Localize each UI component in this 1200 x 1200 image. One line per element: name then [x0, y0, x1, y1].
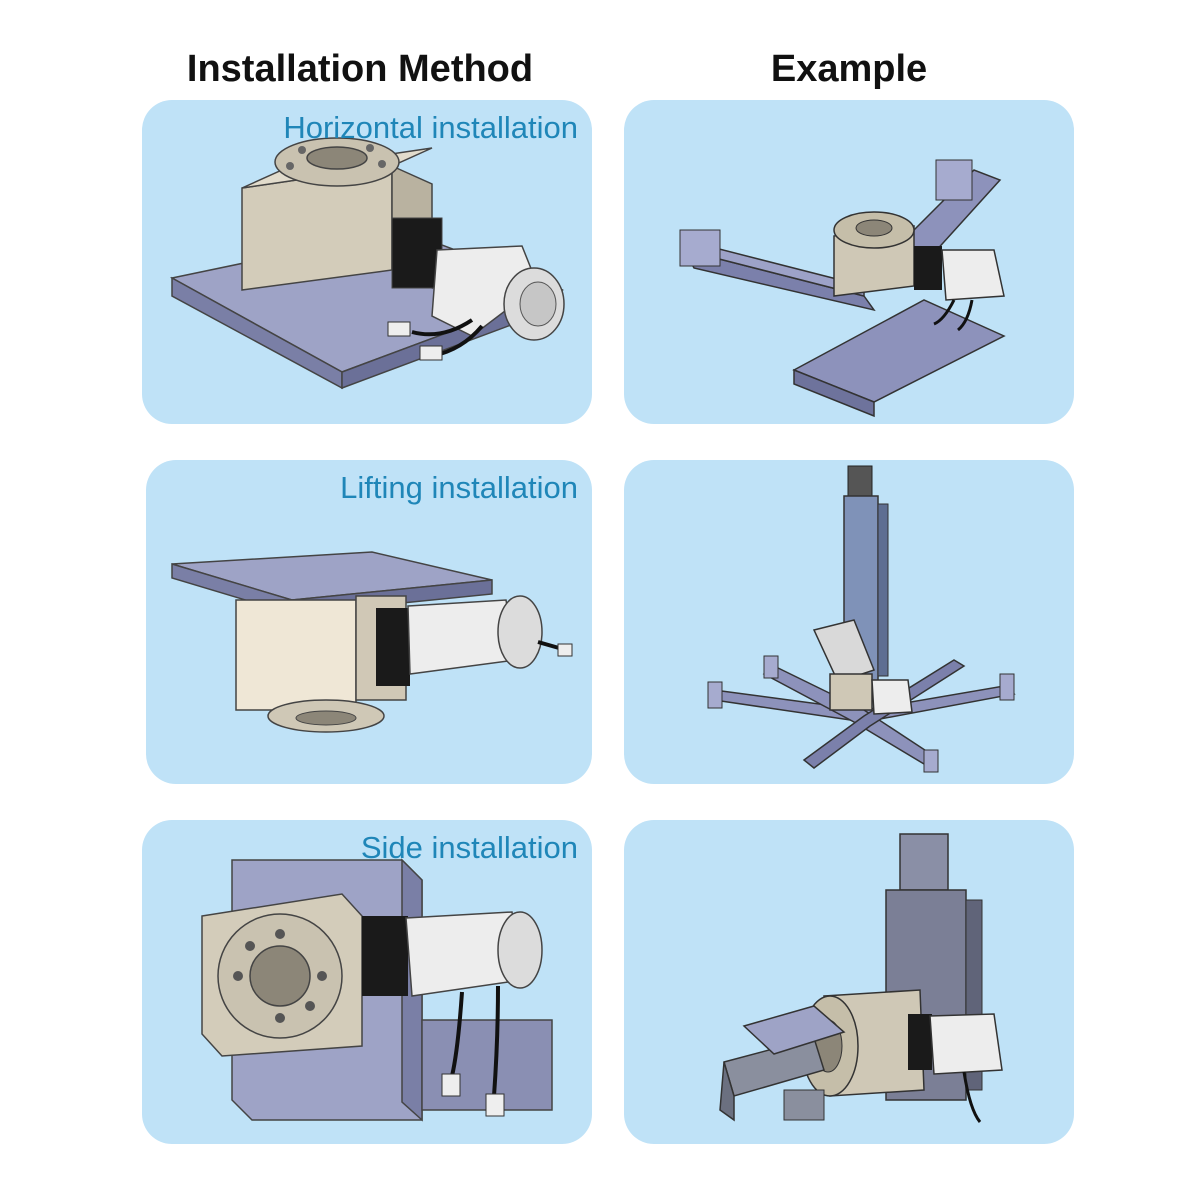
horizontal-installation-label: Horizontal installation	[283, 110, 578, 145]
installation-method-header: Installation Method	[186, 48, 534, 90]
side-installation-panel: Side installation	[142, 820, 592, 1144]
horizontal-installation-drawing	[169, 137, 565, 390]
example-header: Example	[770, 48, 928, 90]
lifting-installation-label: Lifting installation	[340, 470, 578, 505]
lifting-example-panel	[624, 460, 1074, 784]
side-example-drawing	[719, 833, 1003, 1123]
side-installation-label: Side installation	[360, 830, 578, 865]
side-example-panel	[624, 820, 1074, 1144]
lifting-installation-panel: Lifting installation	[146, 460, 592, 784]
side-installation-drawing	[201, 858, 553, 1122]
horizontal-example-drawing	[679, 159, 1006, 418]
horizontal-installation-panel: Horizontal installation	[142, 100, 592, 424]
lifting-example-drawing	[707, 465, 1016, 773]
horizontal-example-panel	[624, 100, 1074, 424]
lifting-installation-drawing	[171, 551, 573, 733]
